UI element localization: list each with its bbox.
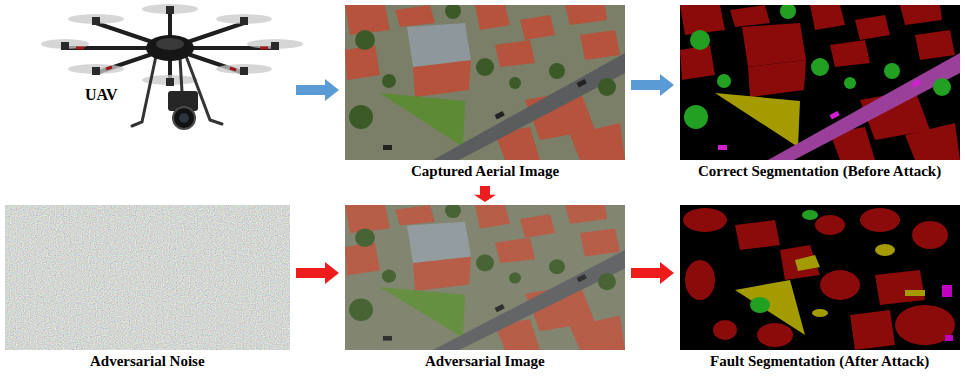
drone-drawing-part-part	[166, 78, 174, 86]
fault-segmentation-map-part	[735, 244, 925, 335]
drone-drawing-part-part	[216, 14, 272, 24]
adversarial-photo	[345, 203, 625, 350]
fault-segmentation-map-part-part	[815, 215, 845, 235]
fault-segmentation-map-part-part	[795, 255, 820, 271]
fault-segmentation-map-part-part	[685, 260, 715, 300]
fault-segmentation-map-part	[750, 210, 818, 313]
fault-segmentation-map-part-part	[735, 220, 780, 250]
drone-drawing-part-part	[68, 64, 124, 74]
fault-segmentation-map-part-part	[713, 320, 737, 340]
fault-segmentation-map-part-part	[735, 280, 805, 335]
fault-segmentation-map-part	[942, 285, 953, 341]
drone-drawing-part-part	[247, 39, 303, 49]
panel-caption: Captured Aerial Image	[411, 163, 559, 180]
noise-image	[5, 205, 290, 350]
fault-segmentation-map-part-part	[945, 335, 953, 341]
fault-segmentation-map-part-part	[942, 285, 952, 297]
segmentation-map-part	[680, 3, 960, 160]
fault-segmentation-map-part-part	[683, 208, 727, 232]
fault-segmentation-map	[680, 205, 960, 350]
drone-drawing-part-part	[166, 6, 174, 14]
uav-panel: UAV	[40, 0, 290, 150]
image-panel: Fault Segmentation (After Attack)	[680, 205, 960, 372]
drone-drawing-part-part	[92, 17, 100, 25]
drone-drawing-part	[41, 4, 303, 85]
drone-drawing-part-part	[76, 47, 84, 50]
fault-segmentation-map-part-part	[780, 245, 820, 280]
drone-drawing-part-part	[92, 67, 100, 75]
drone-drawing-part-part	[41, 39, 89, 49]
adversarial-photo-part	[345, 205, 625, 350]
image-panel: Correct Segmentation (Before Attack)	[680, 5, 960, 185]
flow-arrow	[474, 186, 496, 202]
fault-segmentation-map-part-part	[820, 270, 860, 300]
drone-drawing-part-part	[230, 68, 236, 70]
fault-segmentation-map-part-part	[757, 323, 793, 347]
fault-segmentation-map-part-part	[850, 310, 895, 350]
panel-caption: Adversarial Noise	[90, 353, 205, 370]
fault-segmentation-map-part-part	[802, 210, 818, 220]
drone-drawing-part	[179, 113, 189, 123]
flow-arrow	[631, 262, 674, 284]
drone-drawing-part-part	[68, 14, 124, 24]
drone-drawing-part-part	[216, 64, 272, 74]
fault-segmentation-map-part-part	[860, 208, 900, 232]
flow-arrow	[296, 79, 339, 101]
fault-segmentation-map-part-part	[912, 221, 948, 249]
image-panel: Adversarial Image	[345, 205, 625, 372]
drone-drawing-part-part	[240, 67, 248, 75]
drone-drawing-part	[156, 38, 184, 50]
drone-drawing-part	[65, 12, 275, 82]
flow-arrow	[296, 262, 339, 284]
device-label: UAV	[85, 86, 118, 104]
adversarial-photo-part	[345, 203, 625, 350]
drone-drawing-part	[146, 35, 194, 61]
segmentation-map	[680, 3, 960, 160]
panel-caption: Adversarial Image	[425, 353, 545, 370]
drone-drawing	[41, 4, 303, 129]
fault-segmentation-map-part-part	[875, 270, 925, 305]
flow-arrow	[631, 74, 674, 96]
drone-drawing-part-part	[106, 67, 112, 69]
image-panel: Captured Aerial Image	[345, 5, 625, 185]
drone-drawing-part	[61, 6, 279, 86]
drone-drawing-part-part	[142, 4, 198, 14]
fault-segmentation-map-part-part	[750, 297, 770, 313]
image-panel: Adversarial Noise	[5, 205, 290, 372]
drone-drawing-part-part	[271, 42, 279, 50]
aerial-photo	[345, 3, 625, 160]
drone-drawing-part-part	[61, 42, 69, 50]
fault-segmentation-map-part	[683, 208, 955, 350]
drone-drawing-part-part	[180, 58, 182, 92]
drone-drawing-part	[173, 107, 195, 129]
panel-caption: Correct Segmentation (Before Attack)	[698, 163, 941, 180]
fault-segmentation-map-part	[680, 205, 960, 350]
fault-segmentation-map-part-part	[905, 290, 925, 296]
fault-segmentation-map-part-part	[812, 309, 828, 317]
drone-drawing-part-part	[132, 56, 156, 126]
aerial-photo-part	[345, 3, 625, 160]
drone-drawing-part-part	[240, 17, 248, 25]
drone-drawing-part-part	[260, 47, 268, 50]
fault-segmentation-map-part-part	[875, 244, 895, 256]
panel-caption: Fault Segmentation (After Attack)	[710, 353, 929, 370]
fault-segmentation-map-part-part	[895, 305, 955, 345]
